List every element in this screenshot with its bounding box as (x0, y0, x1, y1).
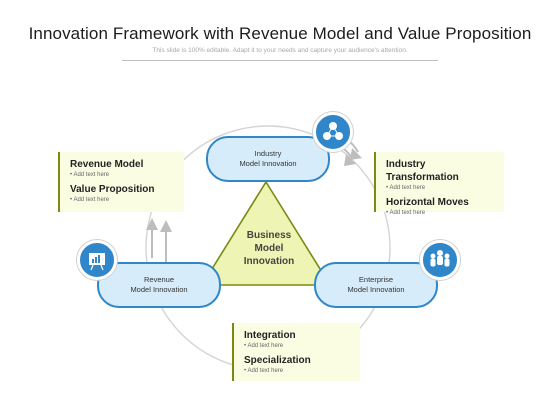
card-subtext: Add text here (386, 184, 498, 193)
coins-network-icon (313, 112, 353, 152)
node-enterprise-label: Enterprise Model Innovation (347, 275, 405, 294)
card-heading: Value Proposition (70, 184, 155, 195)
arrow-head-1 (350, 148, 362, 160)
card-heading: Integration (244, 330, 296, 341)
center-triangle (200, 180, 332, 286)
cycle-arrow-left (151, 228, 167, 262)
card-subtext: Add text here (244, 367, 354, 376)
card-heading: Revenue Model (70, 159, 144, 170)
page-title: Innovation Framework with Revenue Model … (28, 24, 532, 43)
node-enterprise-model-innovation: Enterprise Model Innovation (314, 262, 438, 308)
card-subtext: Add text here (386, 209, 498, 218)
card-subtext: Add text here (70, 196, 178, 205)
node-revenue-model-innovation: Revenue Model Innovation (97, 262, 221, 308)
title-divider (122, 60, 438, 61)
card-bottom: Integration Add text here Specialization… (232, 323, 360, 381)
card-right: Industry Transformation Add text here Ho… (374, 152, 504, 216)
card-heading: Horizontal Moves (386, 197, 469, 208)
card-heading: Industry Transformation (386, 159, 459, 183)
arrow-head-2 (344, 154, 356, 166)
team-group-icon (420, 240, 460, 280)
card-subtext: Add text here (244, 342, 354, 351)
card-subtext: Add text here (70, 171, 178, 180)
center-label: Business Model Innovation (243, 230, 295, 267)
page-subtitle: This slide is 100% editable. Adapt it to… (152, 47, 408, 54)
card-left: Revenue Model Add text here Value Propos… (58, 152, 184, 212)
arrow-head-3 (146, 218, 158, 230)
card-heading: Specialization (244, 355, 311, 366)
node-revenue-label: Revenue Model Innovation (130, 275, 188, 294)
arrow-head-4 (160, 220, 172, 232)
presentation-dollar-icon (77, 240, 117, 280)
node-industry-model-innovation: Industry Model Innovation (206, 136, 330, 182)
node-industry-label: Industry Model Innovation (239, 149, 297, 168)
